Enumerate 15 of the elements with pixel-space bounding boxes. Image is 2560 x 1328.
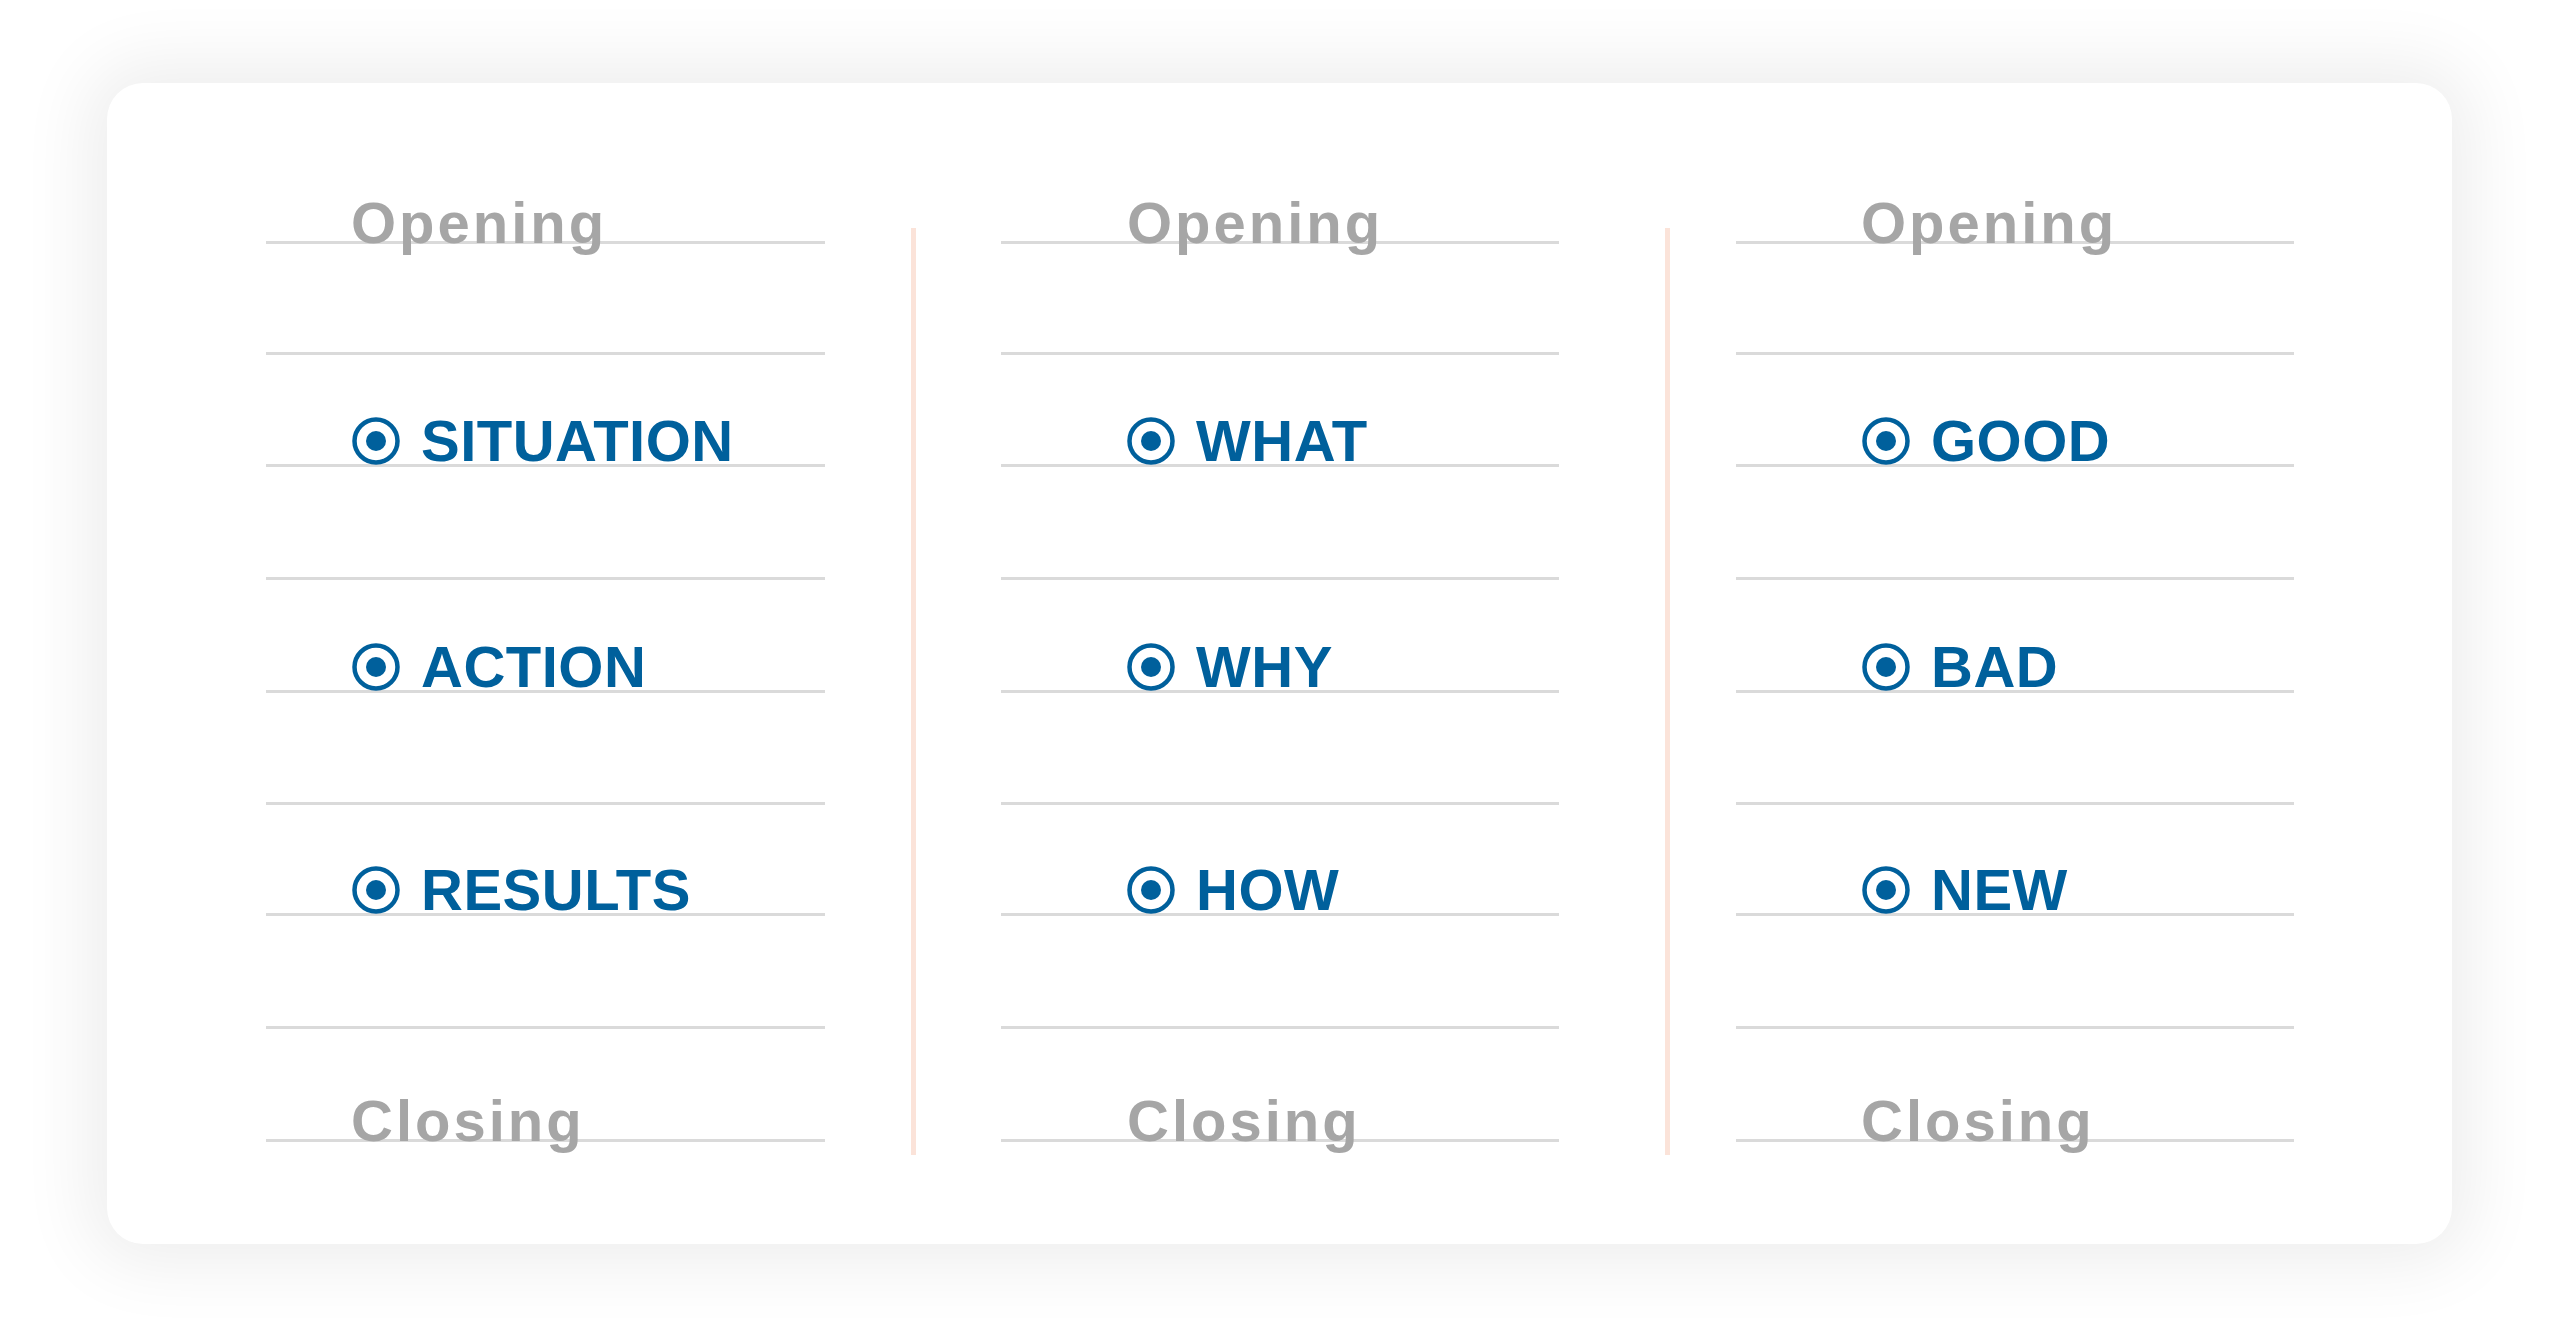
list-item: GOOD (1931, 419, 2111, 463)
list-item: HOW (1196, 868, 1340, 912)
list-item: BAD (1931, 645, 2059, 689)
section-footer: Closing (1861, 1088, 2095, 1154)
section-heading: Opening (351, 190, 608, 256)
list-item: NEW (1931, 868, 2068, 912)
section-heading: Opening (1861, 190, 2118, 256)
section-footer: Closing (1127, 1088, 1361, 1154)
list-item: ACTION (421, 645, 647, 689)
section-heading: Opening (1127, 190, 1384, 256)
list-item: SITUATION (421, 419, 734, 463)
list-item: RESULTS (421, 868, 691, 912)
section-footer: Closing (351, 1088, 585, 1154)
list-item: WHY (1196, 645, 1333, 689)
list-item: WHAT (1196, 419, 1368, 463)
